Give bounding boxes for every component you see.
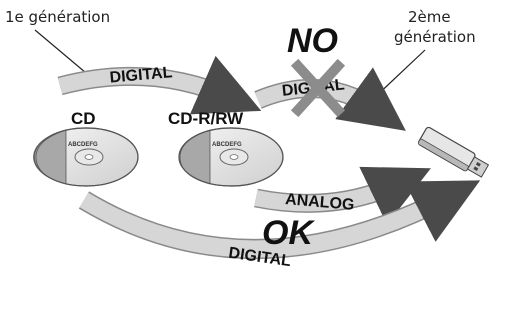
cd-label: CD bbox=[71, 109, 96, 128]
cd-print: ABCDEFG bbox=[68, 142, 98, 148]
usb-stick-icon bbox=[417, 126, 490, 178]
cdr-label: CD-R/RW bbox=[168, 109, 244, 128]
second-generation-label-line2: génération bbox=[394, 28, 476, 46]
second-generation-label-line1: 2ème bbox=[408, 8, 451, 26]
analog-arrow-cdr-to-usb: ANALOG bbox=[254, 166, 431, 225]
arrow-label-digital-1: DIGITAL bbox=[109, 64, 173, 86]
arrow-label-analog: ANALOG bbox=[285, 191, 356, 214]
cdr-print: ABCDEFG bbox=[212, 142, 242, 148]
second-generation-pointer bbox=[371, 49, 426, 101]
digital-arrow-cd-to-cdr: DIGITAL bbox=[57, 55, 262, 115]
cd-disc-icon: ABCDEFG bbox=[32, 127, 139, 187]
verdict-no: NO bbox=[287, 22, 338, 60]
first-generation-pointer bbox=[34, 29, 93, 79]
verdict-ok: OK bbox=[262, 214, 315, 252]
cdr-disc-icon: ABCDEFG bbox=[178, 127, 284, 187]
digital-arrow-cd-to-usb: DIGITAL bbox=[78, 180, 481, 270]
cross-mark-icon bbox=[290, 58, 346, 118]
first-generation-label: 1e génération bbox=[5, 8, 110, 26]
